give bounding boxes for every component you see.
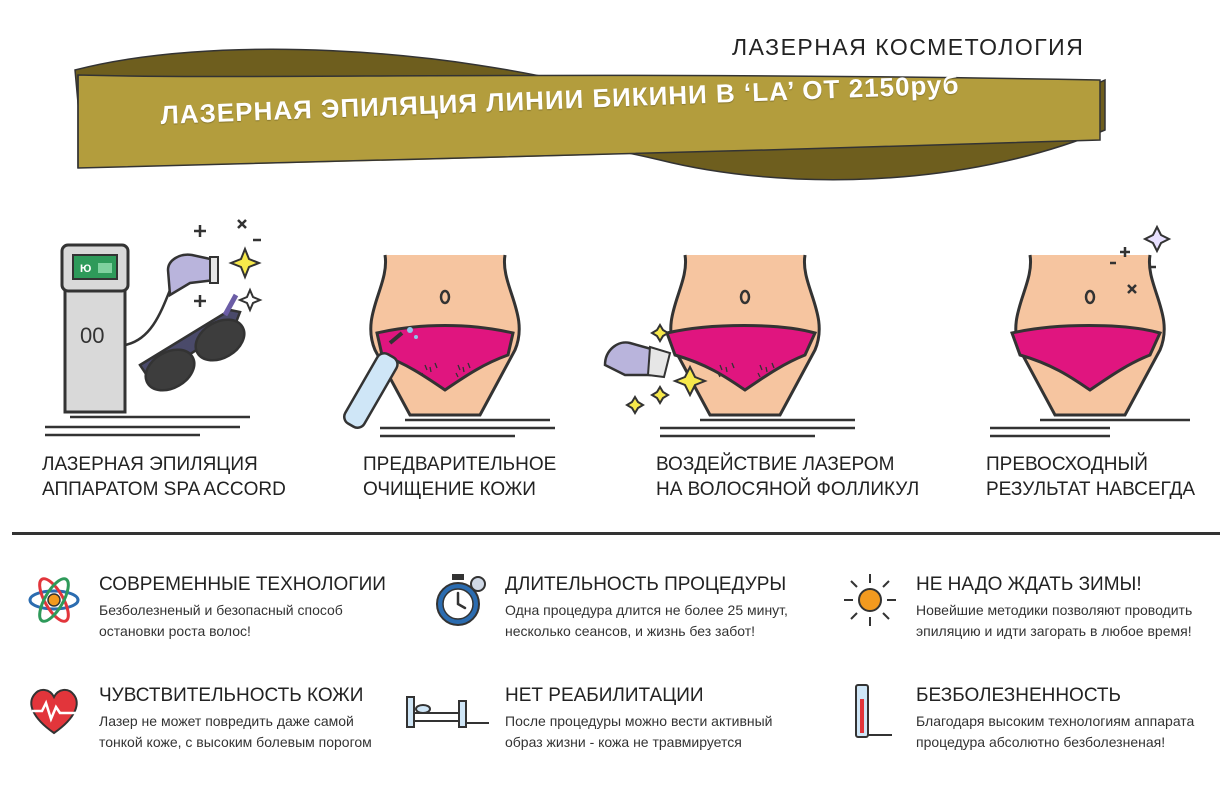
laser-device-illustration: Ю 00 bbox=[45, 219, 263, 437]
feature-modern-tech: СОВРЕМЕННЫЕ ТЕХНОЛОГИИ Безболезненый и б… bbox=[99, 574, 386, 639]
laser-handpiece-icon bbox=[166, 253, 219, 298]
laser-handpiece-icon bbox=[603, 341, 672, 379]
thermometer-icon bbox=[855, 684, 892, 738]
sun-icon bbox=[844, 574, 896, 626]
banner-ribbon bbox=[74, 48, 1106, 181]
cleansing-bottle-icon bbox=[343, 327, 418, 429]
feature-painless: БЕЗБОЛЕЗНЕННОСТЬ Благодаря высоким техно… bbox=[916, 685, 1195, 750]
laser-machine-icon: Ю 00 bbox=[60, 243, 172, 414]
feature-skin-sensitivity: ЧУВСТВИТЕЛЬНОСТЬ КОЖИ Лазер не может пов… bbox=[99, 685, 372, 750]
step-1-label: ЛАЗЕРНАЯ ЭПИЛЯЦИЯ АППАРАТОМ SPA ACCORD bbox=[42, 454, 286, 500]
section-divider bbox=[12, 532, 1220, 535]
feature-no-winter-wait: НЕ НАДО ЖДАТЬ ЗИМЫ! Новейшие методики по… bbox=[916, 574, 1193, 639]
step-4-label: ПРЕВОСХОДНЫЙ РЕЗУЛЬТАТ НАВСЕГДА bbox=[986, 454, 1196, 500]
heart-pulse-icon bbox=[30, 689, 78, 735]
sparkle-icon bbox=[625, 323, 708, 415]
safety-glasses-icon bbox=[138, 293, 246, 392]
stopwatch-icon bbox=[436, 574, 486, 626]
device-panel-text: 00 bbox=[80, 323, 104, 348]
sparkle-icon bbox=[1142, 224, 1172, 254]
feature-duration: ДЛИТЕЛЬНОСТЬ ПРОЦЕДУРЫ Одна процедура дл… bbox=[505, 574, 788, 639]
feature-no-rehabilitation: НЕТ РЕАБИЛИТАЦИИ После процедуры можно в… bbox=[505, 685, 773, 750]
skin-cleansing-illustration bbox=[343, 254, 555, 438]
atom-icon bbox=[28, 577, 80, 623]
category-title: ЛАЗЕРНАЯ КОСМЕТОЛОГИЯ bbox=[732, 34, 1085, 60]
device-screen-text: Ю bbox=[80, 263, 91, 275]
underwear-shape bbox=[375, 324, 515, 392]
bed-icon bbox=[406, 696, 489, 728]
sparkle-icon bbox=[228, 246, 262, 280]
step-3-label: ВОЗДЕЙСТВИЕ ЛАЗЕРОМ НА ВОЛОСЯНОЙ ФОЛЛИКУ… bbox=[656, 454, 920, 500]
result-illustration bbox=[990, 224, 1190, 438]
step-2-label: ПРЕДВАРИТЕЛЬНОЕ ОЧИЩЕНИЕ КОЖИ bbox=[363, 454, 557, 500]
laser-follicle-illustration bbox=[603, 254, 855, 438]
